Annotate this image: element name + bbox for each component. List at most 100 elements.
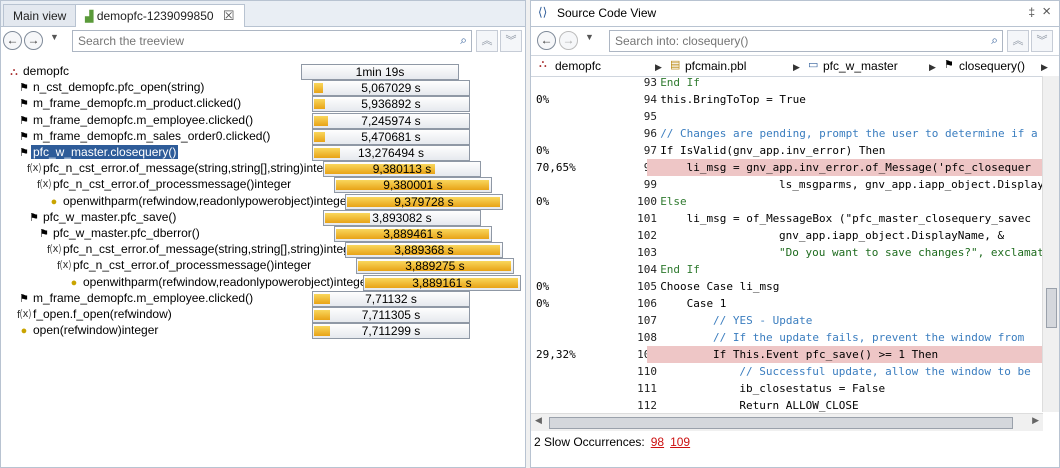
slow-occurrence-link-98[interactable]: 98 — [650, 435, 665, 449]
code-text-content: "Do you want to save changes?", exclamat — [779, 246, 1043, 259]
tree-node[interactable]: ●openwithparm(refwindow,readonlypowerobj… — [67, 274, 373, 290]
forward-button[interactable]: → — [559, 31, 578, 50]
time-bar: 7,711305 s — [312, 307, 470, 323]
scroll-left-icon[interactable]: ◀ — [535, 415, 542, 425]
time-bar: 7,711299 s — [312, 323, 470, 340]
time-bar-fill — [325, 212, 370, 223]
code-line[interactable]: 107// YES - Update — [531, 312, 1043, 329]
code-line[interactable]: 96// Changes are pending, prompt the use… — [531, 125, 1043, 142]
back-button[interactable]: ← — [3, 31, 22, 50]
close-tab-icon[interactable]: ☒ — [222, 8, 235, 23]
search-previous-button[interactable]: ︽ — [1007, 30, 1029, 52]
time-value: 5,067029 s — [361, 81, 421, 96]
search-next-button[interactable]: ︾ — [500, 30, 522, 52]
tree-node-label: m_frame_demopfc.m_product.clicked() — [33, 96, 242, 111]
code-search-input[interactable] — [610, 31, 1002, 51]
search-next-button[interactable]: ︾ — [1031, 30, 1053, 52]
chevron-right-icon[interactable]: ▶ — [655, 62, 662, 72]
tree-node[interactable]: f⒳pfc_n_cst_error.of_message(string,stri… — [47, 241, 362, 257]
breadcrumb-item-app[interactable]: demopfc — [555, 59, 602, 73]
tree-node[interactable]: ⚑pfc_w_master.pfc_save() — [27, 209, 178, 225]
code-line[interactable]: 110// Successful update, allow the windo… — [531, 363, 1043, 380]
chevron-right-icon[interactable]: ▶ — [929, 62, 936, 72]
scroll-thumb[interactable] — [1046, 288, 1057, 328]
forward-button[interactable]: → — [24, 31, 43, 50]
search-icon[interactable]: ⌕ — [460, 33, 467, 47]
tree-node[interactable]: f⒳pfc_n_cst_error.of_message(string,stri… — [27, 160, 342, 176]
event-icon: ⚑ — [29, 211, 39, 224]
tree-node[interactable]: ⚑n_cst_demopfc.pfc_open(string) — [17, 79, 206, 95]
scroll-right-icon[interactable]: ▶ — [1032, 415, 1039, 425]
tree-node-label: n_cst_demopfc.pfc_open(string) — [33, 80, 205, 95]
code-line[interactable]: 95 — [531, 108, 1043, 125]
close-icon[interactable]: × — [1042, 3, 1051, 20]
tree-node[interactable]: ⚑pfc_w_master.closequery() — [17, 144, 179, 160]
tree-node[interactable]: ●open(refwindow)integer — [17, 322, 160, 338]
breadcrumb-item-object[interactable]: pfc_w_master — [823, 59, 898, 73]
time-value: 13,276494 s — [357, 146, 425, 160]
event-icon: ⚑ — [19, 147, 29, 159]
code-search-field[interactable]: ⌕ — [609, 30, 1003, 52]
pin-icon[interactable]: ‡ — [1028, 5, 1035, 19]
time-bar-fill — [314, 293, 330, 304]
back-button[interactable]: ← — [537, 31, 556, 50]
chevron-right-icon[interactable]: ▶ — [793, 62, 800, 72]
code-line-hotspot[interactable]: 29,32%109If This.Event pfc_save() >= 1 T… — [531, 346, 1043, 363]
code-text: // If the update fails, prevent the wind… — [647, 329, 1043, 346]
line-number: 111 — [637, 382, 657, 395]
tree-node[interactable]: ⛬demopfc — [7, 63, 71, 79]
tab-main-view[interactable]: Main view — [3, 4, 77, 26]
search-icon[interactable]: ⌕ — [991, 33, 998, 47]
tree-node[interactable]: ⚑m_frame_demopfc.m_sales_order0.clicked(… — [17, 128, 272, 144]
code-text: gnv_app.iapp_object.DisplayName, & — [647, 227, 1043, 244]
tree-node[interactable]: f⒳pfc_n_cst_error.of_processmessage()int… — [37, 176, 293, 192]
treeview-search-field[interactable]: ⌕ — [72, 30, 472, 52]
function-icon: f⒳ — [37, 179, 52, 192]
time-value: 3,889368 s — [394, 243, 454, 258]
code-line[interactable]: 108// If the update fails, prevent the w… — [531, 329, 1043, 346]
history-dropdown-icon[interactable]: ▼ — [585, 32, 594, 42]
tree-node[interactable]: f⒳pfc_n_cst_error.of_processmessage()int… — [57, 257, 313, 273]
search-previous-button[interactable]: ︽ — [476, 30, 498, 52]
code-line[interactable]: 103"Do you want to save changes?", excla… — [531, 244, 1043, 261]
line-number: 104 — [637, 263, 657, 276]
code-text: ls_msgparms, gnv_app.iapp_object.Display — [647, 176, 1043, 193]
system-function-icon: ● — [20, 325, 28, 338]
slow-occurrence-link-109[interactable]: 109 — [670, 435, 691, 449]
chevron-right-icon[interactable]: ▶ — [1041, 62, 1048, 72]
history-dropdown-icon[interactable]: ▼ — [50, 32, 59, 42]
tree-node[interactable]: ⚑m_frame_demopfc.m_product.clicked() — [17, 95, 243, 111]
scroll-thumb[interactable] — [549, 417, 1013, 429]
breadcrumb-item-library[interactable]: pfcmain.pbl — [685, 59, 747, 73]
tree-node-label: pfc_n_cst_error.of_message(string,string… — [63, 242, 361, 257]
system-function-icon: ● — [70, 276, 78, 289]
line-number: 102 — [637, 229, 657, 242]
code-text: Choose Case li_msg — [647, 278, 1043, 295]
tree-node[interactable]: ⚑pfc_w_master.pfc_dberror() — [37, 225, 202, 241]
horizontal-scrollbar[interactable]: ◀ ▶ — [531, 413, 1043, 431]
breadcrumb-item-event[interactable]: closequery() — [959, 59, 1026, 73]
treeview-search-input[interactable] — [73, 31, 471, 51]
time-bar: 5,470681 s — [312, 128, 470, 145]
tab-demopfc[interactable]: ▟ demopfc-1239099850 ☒ — [75, 4, 245, 27]
tree-node[interactable]: ●openwithparm(refwindow,readonlypowerobj… — [47, 193, 353, 209]
tree-node[interactable]: ⚑m_frame_demopfc.m_employee.clicked() — [17, 112, 255, 128]
code-line-hotspot[interactable]: 70,65%98li_msg = gnv_app.inv_error.of_Me… — [531, 159, 1043, 176]
vertical-scrollbar[interactable] — [1042, 76, 1059, 412]
tree-node[interactable]: ⚑m_frame_demopfc.m_employee.clicked() — [17, 290, 255, 306]
code-text-content: li_msg = gnv_app.inv_error.of_Message('p… — [686, 161, 1031, 174]
tree-node[interactable]: f⒳f_open.f_open(refwindow) — [17, 306, 174, 322]
